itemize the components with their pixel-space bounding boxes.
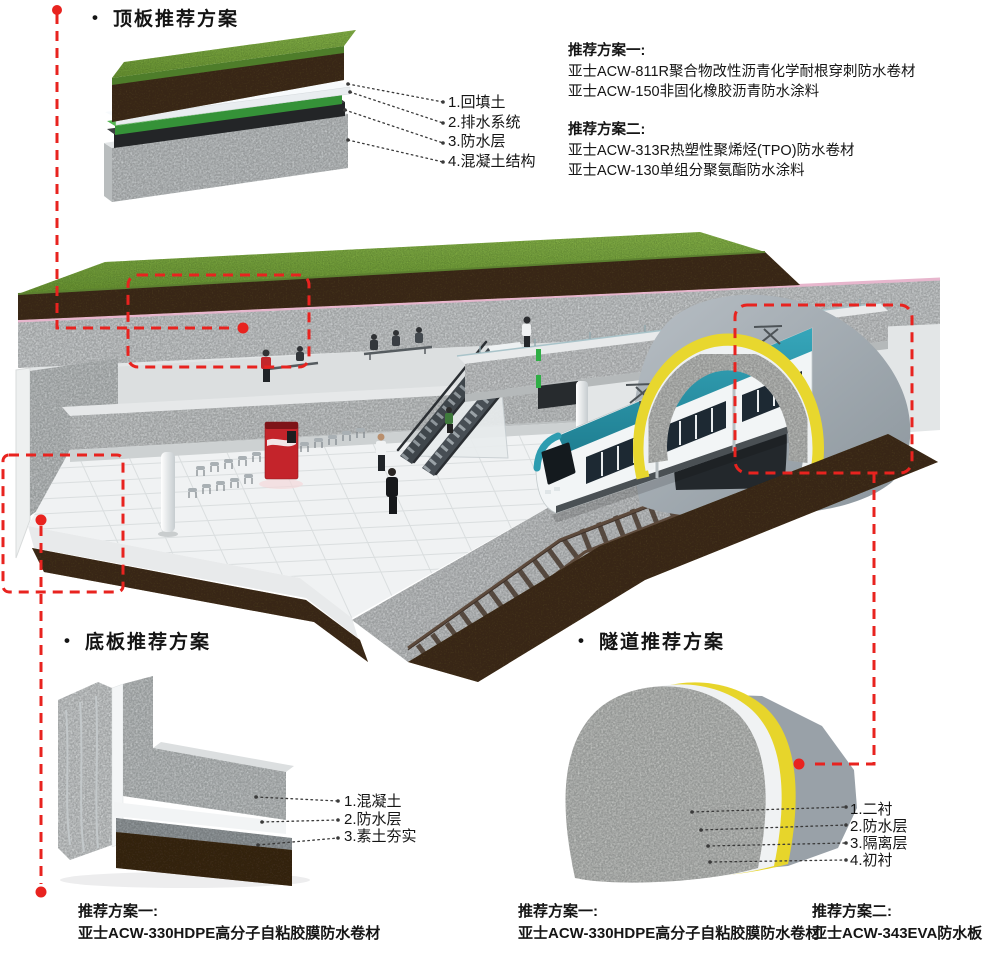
bullet-icon: • (92, 8, 100, 27)
plan-line: 亚士ACW-330HDPE高分子自粘胶膜防水卷材 (518, 925, 821, 942)
roof-layer-label: 4.混凝土结构 (448, 152, 536, 170)
station-scene (15, 232, 941, 682)
people-concourse (261, 327, 433, 382)
plan-line: 亚士ACW-330HDPE高分子自粘胶膜防水卷材 (78, 925, 381, 942)
tunnel-layer-leaders (690, 805, 848, 864)
roof-section-title: • 顶板推荐方案 (92, 4, 239, 31)
tunnel-plan-2: 推荐方案二: 亚士ACW-343EVA防水板 (812, 901, 982, 945)
people-platform (376, 433, 398, 514)
plan-line: 亚士ACW-313R热塑性聚烯烃(TPO)防水卷材 (568, 142, 855, 159)
roof-assembly-diagram (104, 30, 356, 202)
plan-heading: 推荐方案一: (78, 903, 158, 920)
roof-layer-label: 3.防水层 (448, 133, 506, 150)
vending-machine (259, 421, 303, 489)
plan-heading: 推荐方案二: (568, 122, 646, 138)
floor-title-text: 底板推荐方案 (84, 632, 211, 653)
floor-section-title: • 底板推荐方案 (64, 627, 211, 654)
bullet-icon: • (578, 631, 586, 650)
tunnel-layer-label: 4.初衬 (850, 852, 893, 869)
tunnel-layer-label: 3.隔离层 (850, 835, 908, 852)
plan-heading: 推荐方案一: (568, 43, 646, 59)
plan-line: 亚士ACW-130单组分聚氨酯防水涂料 (568, 163, 805, 179)
tunnel-diagram (565, 682, 857, 883)
tunnel-layer-label: 1.二衬 (850, 801, 893, 818)
floor-layer-label: 3.素土夯实 (344, 828, 417, 845)
plan-heading: 推荐方案一: (518, 903, 598, 920)
roof-plan-2: 推荐方案二: 亚士ACW-313R热塑性聚烯烃(TPO)防水卷材 亚士ACW-1… (568, 120, 855, 182)
roof-layer-label: 1.回填土 (448, 94, 506, 111)
tunnel-layer-labels: 1.二衬 2.防水层 3.隔离层 4.初衬 (850, 801, 908, 869)
roof-title-text: 顶板推荐方案 (112, 9, 239, 30)
plan-heading: 推荐方案二: (812, 903, 892, 920)
tunnel-title-text: 隧道推荐方案 (598, 632, 725, 653)
tunnel-section-title: • 隧道推荐方案 (578, 627, 725, 654)
floor-layer-label: 1.混凝土 (344, 793, 402, 810)
roof-layer-label: 2.排水系统 (448, 113, 521, 131)
bullet-icon: • (64, 631, 72, 650)
floor-plan-1: 推荐方案一: 亚士ACW-330HDPE高分子自粘胶膜防水卷材 (78, 901, 380, 945)
plan-line: 亚士ACW-150非固化橡胶沥青防水涂料 (568, 84, 820, 100)
soil-berm (408, 434, 938, 682)
tunnel-lining-rings (633, 333, 824, 480)
tunnel-layer-label: 2.防水层 (850, 818, 908, 835)
floor-layer-label: 2.防水层 (344, 810, 402, 828)
column (158, 452, 178, 537)
plan-line: 亚士ACW-343EVA防水板 (812, 925, 983, 942)
floor-diagram (58, 676, 310, 888)
roof-layer-leaders (343, 82, 445, 164)
tunnel-plan-1: 推荐方案一: 亚士ACW-330HDPE高分子自粘胶膜防水卷材 (518, 901, 820, 945)
floor-layer-leaders (254, 795, 340, 847)
roof-plan-1: 推荐方案一: 亚士ACW-811R聚合物改性沥青化学耐根穿刺防水卷材 亚士ACW… (568, 41, 915, 103)
roof-layer-labels: 1.回填土 2.排水系统 3.防水层 4.混凝土结构 (448, 93, 536, 171)
plan-line: 亚士ACW-811R聚合物改性沥青化学耐根穿刺防水卷材 (568, 63, 916, 80)
red-callouts (1, 5, 914, 898)
floor-layer-labels: 1.混凝土 2.防水层 3.素土夯实 (344, 793, 417, 846)
